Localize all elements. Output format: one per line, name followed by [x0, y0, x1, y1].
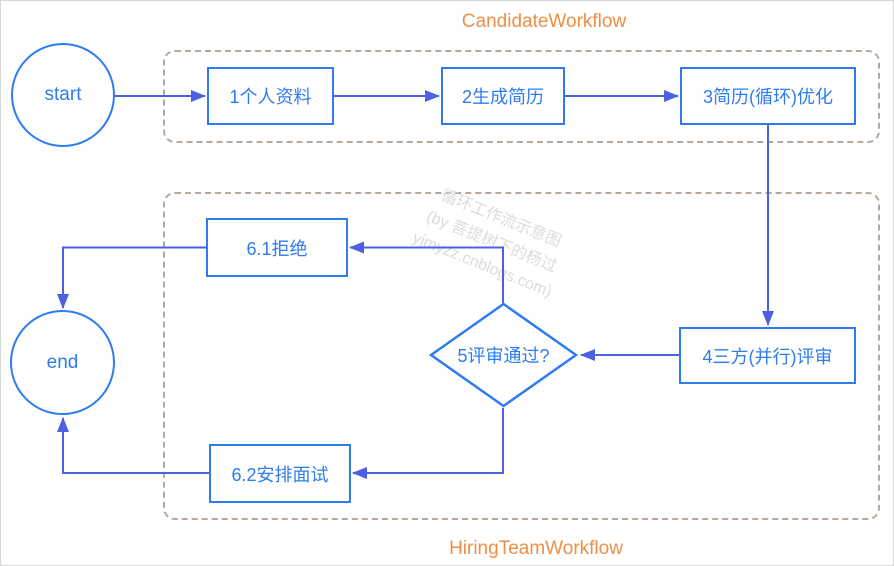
hiring-team-workflow-group — [163, 192, 880, 520]
decision5-diamond-shape — [428, 302, 579, 408]
step6-1-node-label: 6.1拒绝 — [246, 238, 308, 259]
step4-node-label: 4三方(并行)评审 — [702, 346, 833, 367]
step4-node: 4三方(并行)评审 — [679, 327, 856, 384]
step6-1-node: 6.1拒绝 — [206, 218, 348, 277]
start-node: start — [11, 43, 115, 147]
edge-step6-1-to-end — [57, 246, 206, 309]
edge-decision5-to-step6-1 — [349, 241, 504, 303]
step3-node: 3简历(循环)优化 — [680, 67, 856, 125]
start-node-label: start — [44, 84, 82, 105]
step1-node: 1个人资料 — [207, 67, 334, 125]
end-node-label: end — [46, 351, 79, 373]
edge-step6-2-to-end — [57, 417, 209, 474]
end-node: end — [10, 310, 115, 415]
step6-2-node: 6.2安排面试 — [209, 444, 351, 503]
decision5-node-label: 5评审通过? — [457, 346, 550, 366]
candidate-workflow-label: CandidateWorkflow — [461, 11, 627, 32]
hiring-team-workflow-label: HiringTeamWorkflow — [449, 538, 623, 559]
step2-node-label: 2生成简历 — [461, 87, 544, 107]
step3-node-label: 3简历(循环)优化 — [703, 87, 833, 107]
step6-2-node-label: 6.2安排面试 — [231, 464, 329, 485]
step2-node: 2生成简历 — [441, 67, 565, 125]
edge-decision5-to-step6-2 — [352, 408, 504, 479]
decision5-node: 5评审通过? — [428, 302, 579, 408]
step1-node-label: 1个人资料 — [229, 87, 312, 107]
